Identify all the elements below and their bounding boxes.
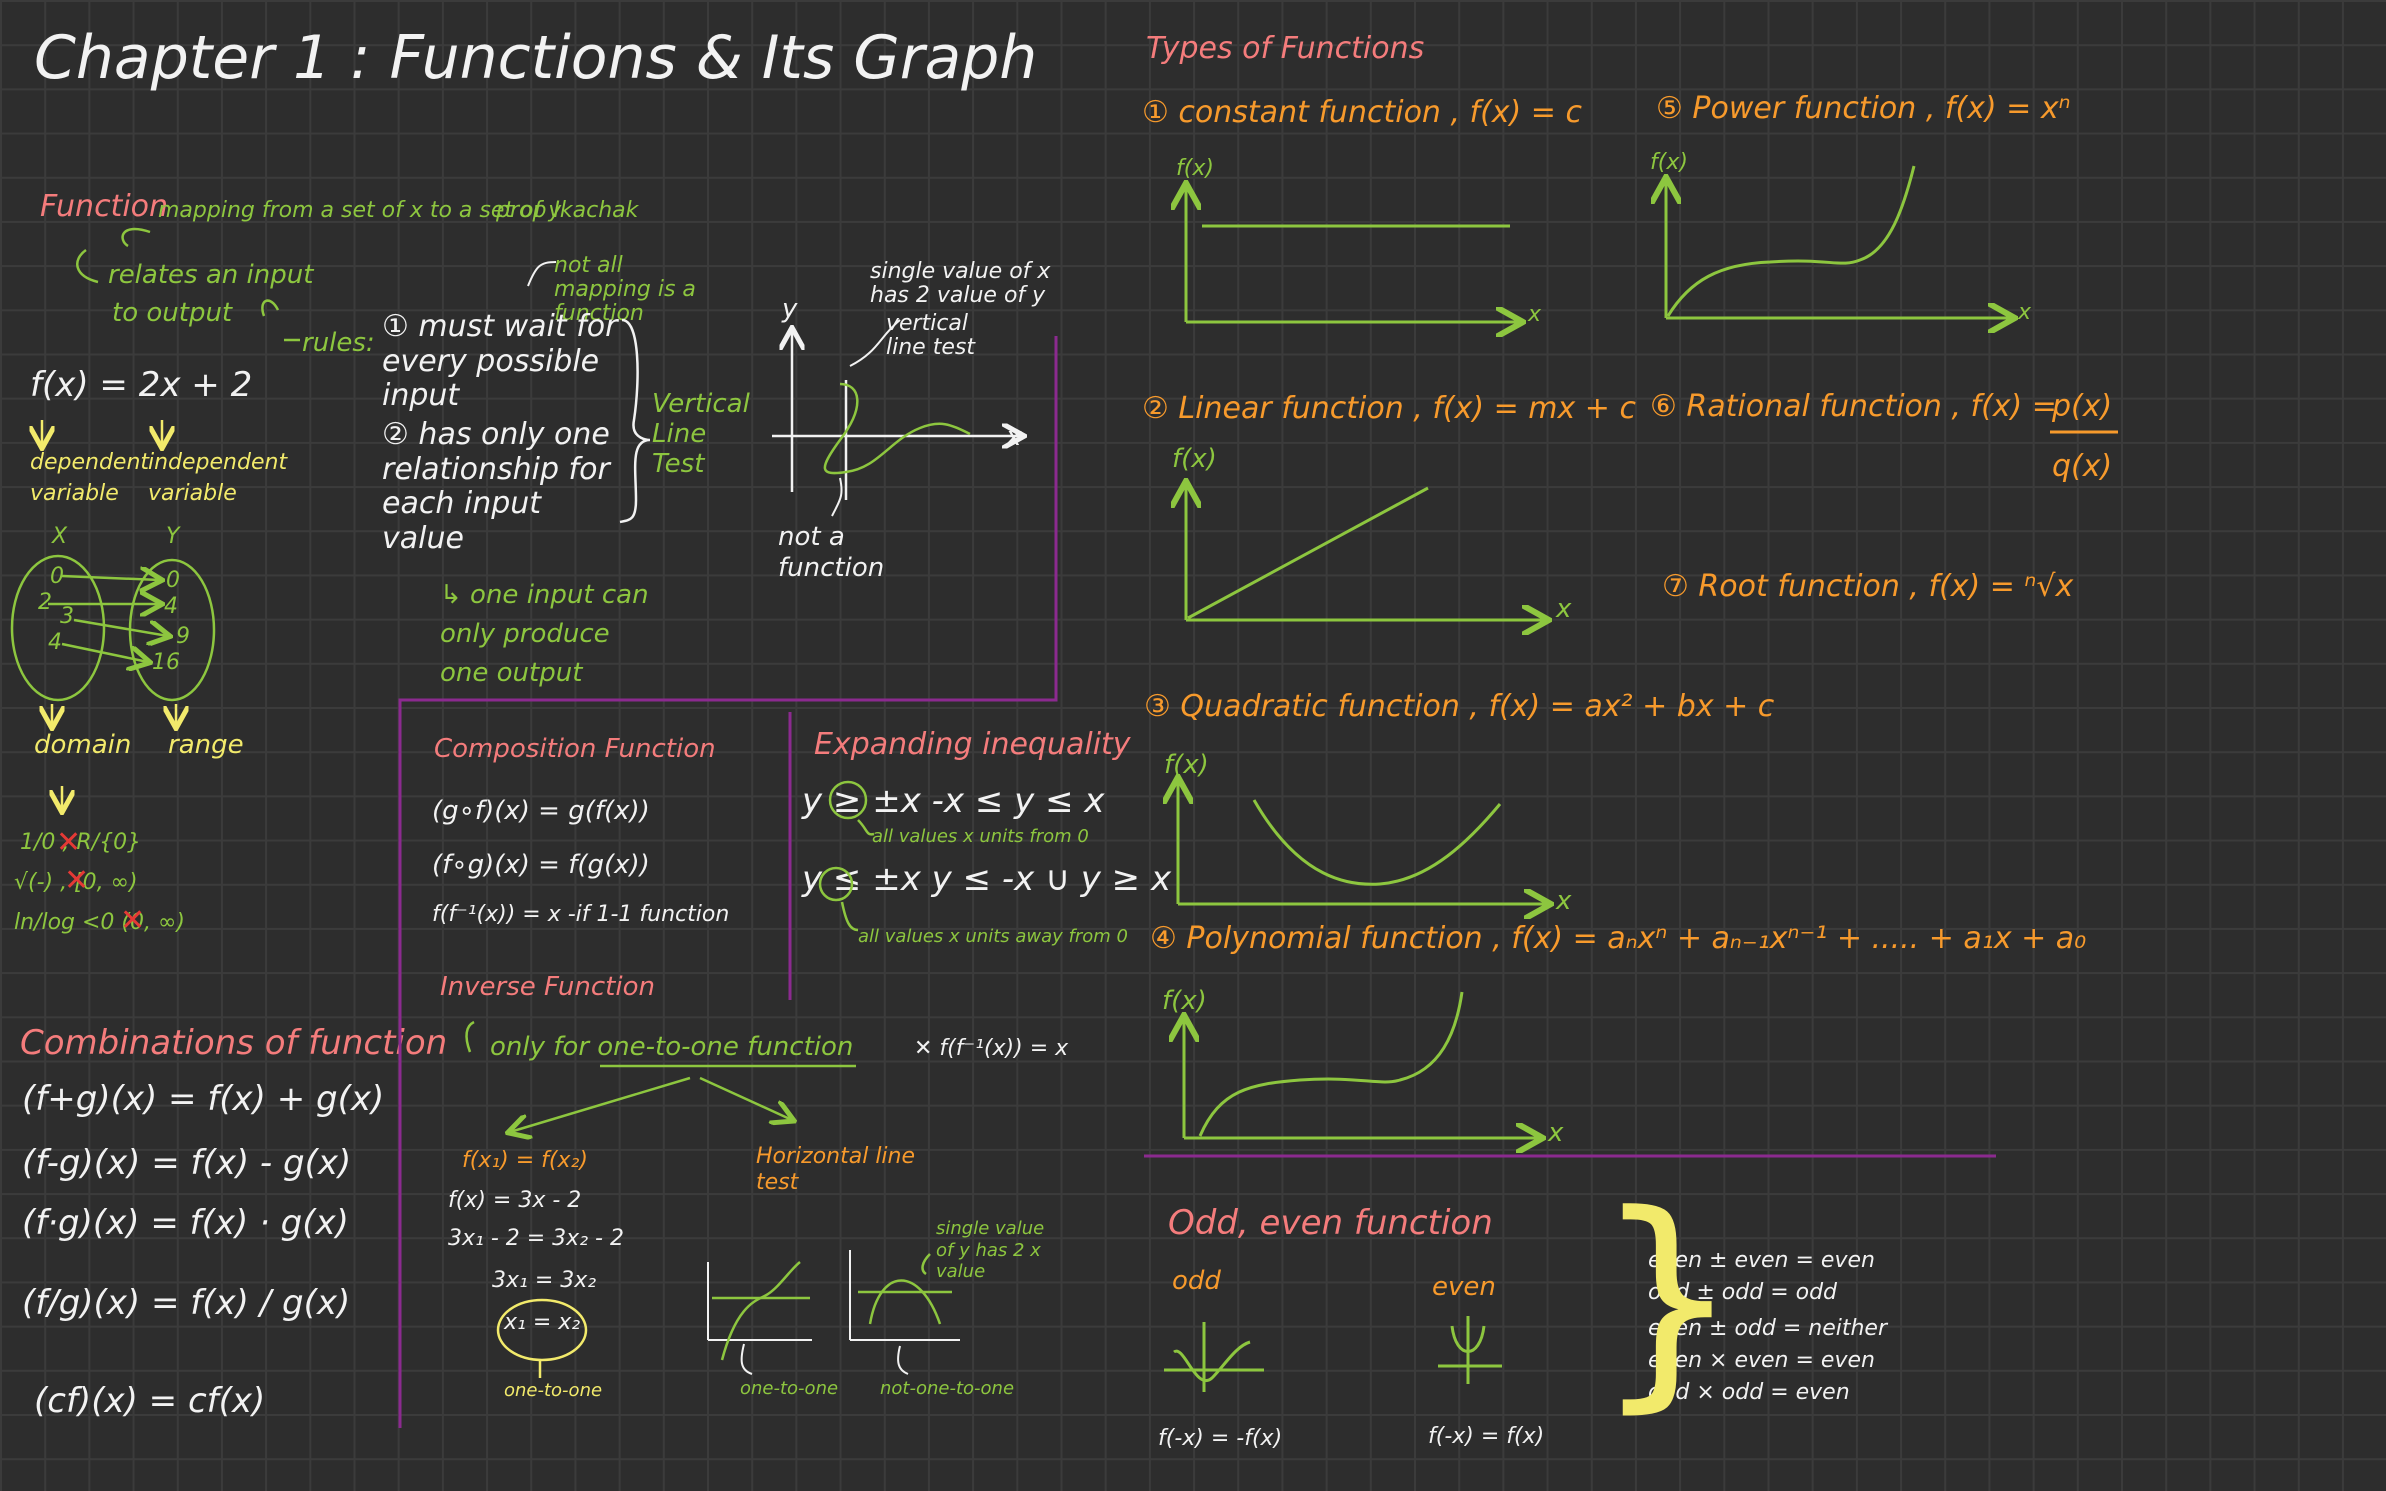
graph-axis-label: x xyxy=(2018,300,2032,325)
type-linear: ② Linear function , f(x) = mx + c xyxy=(1142,391,1636,426)
x-value: 2 xyxy=(38,590,52,615)
prop-note: prop Ikachak xyxy=(496,198,639,223)
graph-axis-label: x xyxy=(1556,886,1572,916)
y-value: 16 xyxy=(152,650,180,675)
dependent-label: dependent variable xyxy=(30,450,150,506)
vertical-line-test-label: Vertical Line Test xyxy=(652,389,750,479)
composition-line: f(f⁻¹(x)) = x -if 1-1 function xyxy=(432,902,730,927)
composition-heading: Composition Function xyxy=(434,734,716,764)
inverse-left-branch: f(x₁) = f(x₂) xyxy=(462,1148,588,1173)
graph-axis-label: x xyxy=(1548,1118,1564,1148)
domain-label: domain xyxy=(34,730,132,760)
inequality-note-2: all values x units away from 0 xyxy=(858,926,1128,947)
type-rational: ⑥ Rational function , f(x) = xyxy=(1650,389,2057,424)
rules-label: rules: xyxy=(302,328,375,358)
inequality-heading: Expanding inequality xyxy=(814,727,1131,762)
inverse-step: 3x₁ - 2 = 3x₂ - 2 xyxy=(448,1226,624,1251)
graph-axis-label: x xyxy=(1556,594,1572,624)
odd-even-rule: even ± even = even xyxy=(1648,1248,1875,1273)
combination-line: (f+g)(x) = f(x) + g(x) xyxy=(22,1079,385,1119)
graph-axis-label: f(x) xyxy=(1164,750,1209,780)
combinations-heading: Combinations of function xyxy=(20,1023,448,1063)
y-value: 4 xyxy=(164,594,178,619)
independent-label: independent variable xyxy=(148,450,288,506)
type-rational-numerator: p(x) xyxy=(2052,389,2113,424)
one-to-one-label: one-to-one xyxy=(504,1380,603,1401)
inverse-identity: ✕ f(f⁻¹(x)) = x xyxy=(914,1036,1069,1061)
function-example: f(x) = 2x + 2 xyxy=(30,365,253,405)
cross-mark-icon: ✕ xyxy=(120,903,146,938)
type-power: ⑤ Power function , f(x) = xⁿ xyxy=(1656,91,2071,126)
graph-x-axis-label: x xyxy=(1006,422,1022,452)
graph-axis-label: f(x) xyxy=(1650,150,1688,175)
x-value: 4 xyxy=(48,630,62,655)
type-root: ⑦ Root function , f(x) = ⁿ√x xyxy=(1662,569,2074,604)
set-y-label: Y xyxy=(166,524,180,549)
odd-even-rule: even ± odd = neither xyxy=(1648,1316,1888,1341)
combination-line: (f/g)(x) = f(x) / g(x) xyxy=(22,1283,351,1323)
type-constant: ① constant function , f(x) = c xyxy=(1142,95,1582,130)
types-heading: Types of Functions xyxy=(1146,31,1425,66)
range-label: range xyxy=(168,730,244,760)
to-output-note: to output xyxy=(112,298,233,328)
inverse-step: 3x₁ = 3x₂ xyxy=(492,1268,597,1293)
rule-1: ① must wait for every possible input xyxy=(382,309,618,413)
odd-even-heading: Odd, even function xyxy=(1168,1203,1493,1243)
combination-line: (f·g)(x) = f(x) · g(x) xyxy=(22,1203,349,1243)
x-value: 3 xyxy=(60,604,74,629)
odd-label: odd xyxy=(1172,1266,1221,1296)
odd-even-rule: odd ± odd = odd xyxy=(1648,1280,1838,1305)
inverse-only-for: only for one-to-one function xyxy=(490,1032,854,1062)
inequality-note-1: all values x units from 0 xyxy=(872,826,1089,847)
function-heading: Function xyxy=(40,189,169,224)
graph-y-axis-label: y xyxy=(782,294,798,324)
composition-line: (g∘f)(x) = g(f(x)) xyxy=(432,796,650,826)
single-value-note: single value of x has 2 value of y xyxy=(870,259,1051,309)
type-rational-denominator: q(x) xyxy=(2052,449,2113,484)
y-value: 9 xyxy=(176,624,190,649)
inverse-right-branch: Horizontal line test xyxy=(756,1144,916,1196)
type-polynomial: ④ Polynomial function , f(x) = aₙxⁿ + aₙ… xyxy=(1150,921,2087,956)
one-input-note: ↳ one input can only produce one output xyxy=(440,580,649,688)
page-title: Chapter 1 : Functions & Its Graph xyxy=(34,23,1038,93)
inequality-line-1: y ≥ ±x -x ≤ y ≤ x xyxy=(802,781,1105,821)
inverse-heading: Inverse Function xyxy=(440,972,655,1002)
inverse-step: f(x) = 3x - 2 xyxy=(448,1188,582,1213)
graph-axis-label: f(x) xyxy=(1172,444,1217,474)
inequality-line-2: y ≤ ±x y ≤ -x ∪ y ≥ x xyxy=(802,859,1172,899)
inverse-single-value-note: single value of y has 2 x value xyxy=(936,1218,1045,1283)
x-value: 0 xyxy=(50,564,64,589)
not-a-function-note: not a function xyxy=(778,522,885,584)
vertical-line-note: vertical line test xyxy=(886,311,975,361)
even-label: even xyxy=(1432,1272,1496,1302)
domain-note: 1/0 , R/{0} xyxy=(20,830,142,855)
odd-even-rule: odd × odd = even xyxy=(1648,1380,1850,1405)
even-rule: f(-x) = f(x) xyxy=(1428,1424,1545,1449)
combination-line: (f-g)(x) = f(x) - g(x) xyxy=(22,1143,352,1183)
combination-line: (cf)(x) = cf(x) xyxy=(34,1381,266,1421)
graph-axis-label: f(x) xyxy=(1176,156,1214,181)
domain-note: √(-) , [0, ∞) xyxy=(14,870,138,895)
odd-rule: f(-x) = -f(x) xyxy=(1158,1426,1283,1451)
graph-not-one-to-one-label: not-one-to-one xyxy=(880,1378,1015,1399)
cross-mark-icon: ✕ xyxy=(56,825,82,860)
rule-2: ② has only one relationship for each inp… xyxy=(382,417,610,556)
graph-axis-label: x xyxy=(1528,302,1542,327)
set-x-label: X xyxy=(52,524,68,549)
mapping-note: mapping from a set of x to a set of y xyxy=(158,198,562,223)
cross-mark-icon: ✕ xyxy=(64,863,90,898)
composition-line: (f∘g)(x) = f(g(x)) xyxy=(432,850,650,880)
domain-note: ln/log <0 (0, ∞) xyxy=(14,910,185,935)
type-quadratic: ③ Quadratic function , f(x) = ax² + bx +… xyxy=(1144,689,1775,724)
brace-icon: } xyxy=(1594,1166,1741,1433)
inverse-step: x₁ = x₂ xyxy=(504,1310,581,1335)
graph-one-to-one-label: one-to-one xyxy=(740,1378,839,1399)
relates-note: relates an input xyxy=(108,260,314,290)
odd-even-rule: even × even = even xyxy=(1648,1348,1875,1373)
graph-axis-label: f(x) xyxy=(1162,986,1207,1016)
y-value: 0 xyxy=(166,568,180,593)
